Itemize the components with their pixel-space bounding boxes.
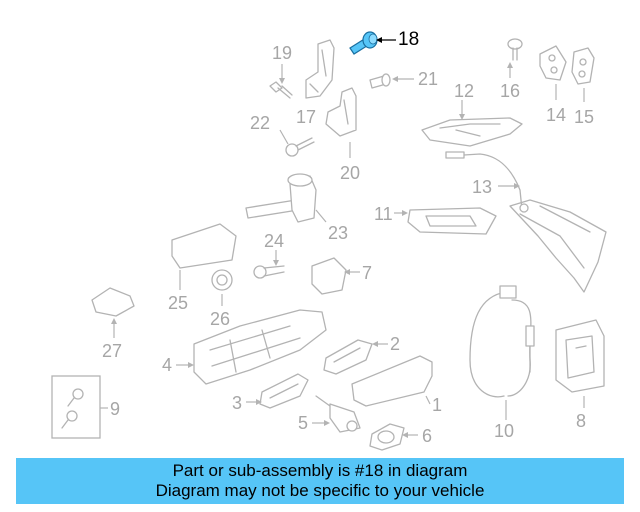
callout-23: 23: [328, 223, 349, 243]
callout-12: 12: [454, 81, 475, 101]
part-16-bolt[interactable]: [507, 38, 523, 61]
part-21-bolt[interactable]: [369, 73, 391, 89]
callout-1: 1: [432, 395, 443, 415]
part-14-bracket[interactable]: [539, 45, 567, 81]
caption-banner: Part or sub-assembly is #18 in diagram D…: [16, 458, 624, 504]
callout-9: 9: [110, 399, 121, 419]
part-6-bezel[interactable]: [369, 423, 405, 451]
callout-5: 5: [298, 413, 309, 433]
part-15-bracket[interactable]: [571, 47, 595, 85]
part-1-outer-handle[interactable]: [351, 355, 433, 407]
callout-25: 25: [168, 293, 189, 313]
part-7-housing[interactable]: [311, 257, 347, 295]
callout-17: 17: [296, 107, 317, 127]
callout-27: 27: [102, 341, 123, 361]
callout-7: 7: [362, 263, 373, 283]
callout-14: 14: [546, 105, 567, 125]
part-9-fastener-kit[interactable]: [51, 375, 101, 439]
caption-line-1: Part or sub-assembly is #18 in diagram: [172, 461, 468, 480]
callout-6: 6: [422, 426, 433, 446]
callout-10: 10: [494, 421, 515, 441]
caption-line-2: Diagram may not be specific to your vehi…: [155, 481, 485, 500]
callout-20: 20: [340, 163, 361, 183]
part-25-bracket[interactable]: [171, 223, 237, 269]
part-2-gasket[interactable]: [323, 339, 373, 375]
callout-8: 8: [576, 411, 587, 431]
callout-3: 3: [232, 393, 243, 413]
latch-rod-assembly[interactable]: [509, 199, 607, 293]
callout-24: 24: [264, 231, 285, 251]
callout-16: 16: [500, 81, 521, 101]
callout-22: 22: [250, 113, 271, 133]
part-10-cable[interactable]: [469, 285, 535, 398]
part-18-bolt[interactable]: [349, 31, 378, 55]
callout-19: 19: [272, 43, 293, 63]
part-17-hinge[interactable]: [305, 39, 335, 99]
callout-11: 11: [374, 204, 393, 224]
part-8-door-latch[interactable]: [555, 319, 605, 393]
callout-18: 18: [398, 29, 420, 50]
callout-15: 15: [574, 107, 595, 127]
part-4-handle-carrier[interactable]: [193, 309, 327, 385]
part-27-clip[interactable]: [91, 287, 135, 317]
part-23-check-strap[interactable]: [245, 173, 317, 223]
callout-4: 4: [162, 355, 173, 375]
part-24-bolt[interactable]: [253, 265, 285, 279]
callout-21: 21: [418, 69, 439, 89]
part-12-inner-handle[interactable]: [421, 117, 523, 147]
part-3-gasket[interactable]: [259, 373, 309, 409]
part-19-bolt[interactable]: [269, 81, 293, 99]
part-5-lock-cylinder[interactable]: [315, 395, 361, 433]
part-22-bolt[interactable]: [285, 137, 315, 157]
part-20-hinge[interactable]: [325, 87, 357, 137]
parts-diagram: [51, 31, 607, 451]
callout-26: 26: [210, 309, 231, 329]
part-26-grommet[interactable]: [211, 269, 233, 291]
callout-2: 2: [390, 334, 401, 354]
part-11-inner-handle[interactable]: [407, 207, 497, 235]
part-13-cable[interactable]: [445, 151, 523, 211]
callout-13: 13: [472, 177, 493, 197]
